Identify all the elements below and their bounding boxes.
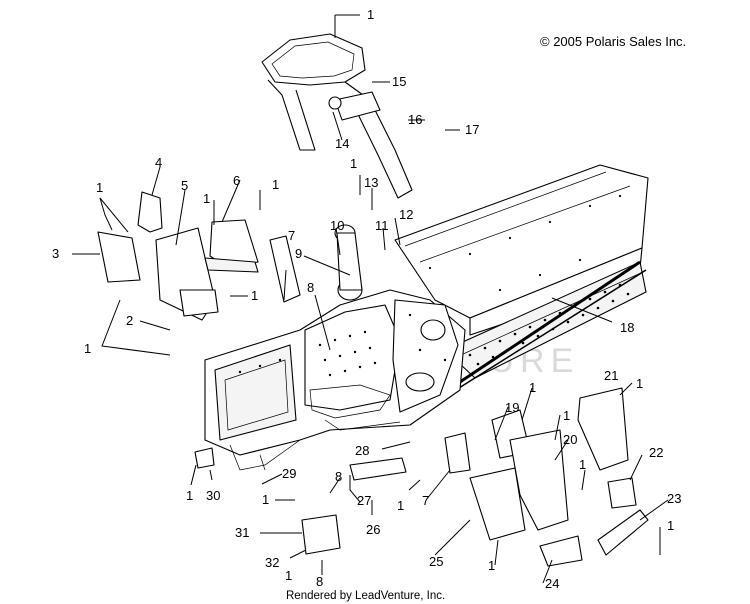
callout-4: 4 xyxy=(155,155,162,170)
callout-14: 14 xyxy=(335,136,349,151)
callout-1: 1 xyxy=(285,568,292,583)
chassis-tunnel xyxy=(394,164,649,401)
callout-7: 7 xyxy=(422,493,429,508)
callout-22: 22 xyxy=(649,445,663,460)
callout-1: 1 xyxy=(636,376,643,391)
callout-12: 12 xyxy=(399,207,413,222)
callout-28: 28 xyxy=(355,443,369,458)
callout-1: 1 xyxy=(367,7,374,22)
callout-11: 11 xyxy=(375,218,389,233)
callout-labels: 1 15 14 16 17 1 13 12 11 10 9 8 7 18 1 3… xyxy=(52,7,681,591)
callout-1: 1 xyxy=(529,380,536,395)
callout-26: 26 xyxy=(366,522,380,537)
bracket-parts-right xyxy=(301,387,649,567)
callout-20: 20 xyxy=(563,432,577,447)
callout-18: 18 xyxy=(620,320,634,335)
copyright-text: © 2005 Polaris Sales Inc. xyxy=(540,34,686,49)
callout-1: 1 xyxy=(186,488,193,503)
callout-1: 1 xyxy=(203,191,210,206)
callout-31: 31 xyxy=(235,525,249,540)
callout-19: 19 xyxy=(505,400,519,415)
rendered-by-footer: Rendered by LeadVenture, Inc. xyxy=(286,590,445,602)
callout-1: 1 xyxy=(262,492,269,507)
callout-17: 17 xyxy=(465,122,479,137)
callout-1: 1 xyxy=(96,180,103,195)
leader-lines xyxy=(72,14,669,584)
callout-7: 7 xyxy=(288,228,295,243)
callout-24: 24 xyxy=(545,576,559,591)
front-chassis xyxy=(204,224,466,471)
callout-13: 13 xyxy=(364,175,378,190)
callout-1: 1 xyxy=(272,177,279,192)
callout-27: 27 xyxy=(357,493,371,508)
callout-21: 21 xyxy=(604,368,618,383)
callout-15: 15 xyxy=(392,74,406,89)
callout-16: 16 xyxy=(408,112,422,127)
callout-1: 1 xyxy=(251,288,258,303)
callout-32: 32 xyxy=(265,555,279,570)
callout-25: 25 xyxy=(429,554,443,569)
steering-post xyxy=(261,33,413,199)
callout-8: 8 xyxy=(335,469,342,484)
callout-10: 10 xyxy=(330,218,344,233)
callout-5: 5 xyxy=(181,178,188,193)
callout-1: 1 xyxy=(397,498,404,513)
callout-3: 3 xyxy=(52,246,59,261)
callout-2: 2 xyxy=(126,313,133,328)
callout-6: 6 xyxy=(233,173,240,188)
callout-1: 1 xyxy=(350,156,357,171)
callout-23: 23 xyxy=(667,491,681,506)
callout-1: 1 xyxy=(563,408,570,423)
callout-9: 9 xyxy=(295,246,302,261)
callout-8: 8 xyxy=(307,280,314,295)
callout-30: 30 xyxy=(206,488,220,503)
callout-1: 1 xyxy=(579,457,586,472)
callout-1: 1 xyxy=(84,341,91,356)
bracket-parts-left xyxy=(97,191,301,469)
callout-1: 1 xyxy=(488,558,495,573)
callout-8: 8 xyxy=(316,574,323,589)
callout-1: 1 xyxy=(667,518,674,533)
callout-29: 29 xyxy=(282,466,296,481)
